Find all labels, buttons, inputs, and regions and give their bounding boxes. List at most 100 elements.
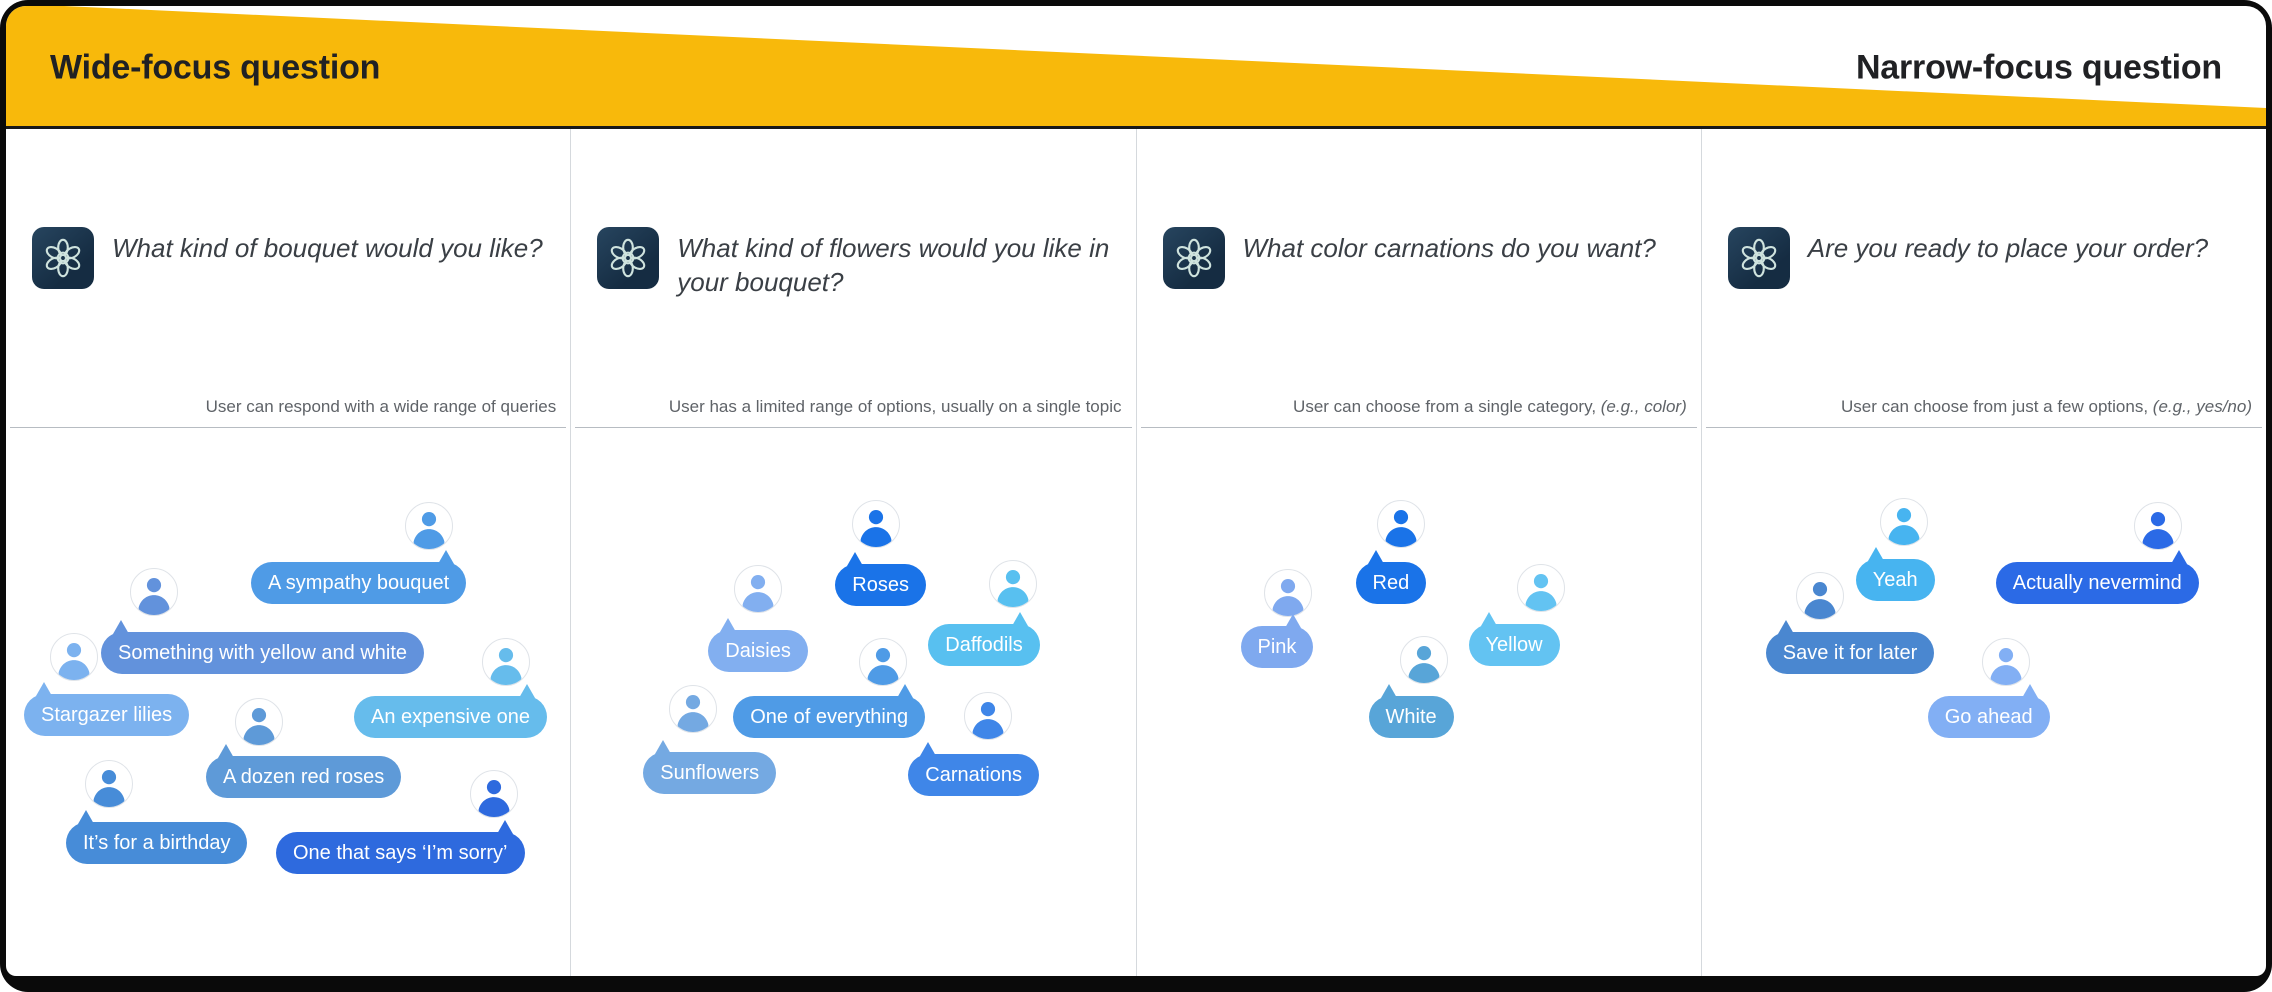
flower-logo-icon <box>611 238 646 278</box>
caption-divider <box>1140 427 1697 428</box>
wedge-shape <box>6 6 2266 126</box>
chat-bubble: Sunflowers <box>643 740 777 794</box>
flower-logo-icon <box>45 238 81 278</box>
person-icon <box>478 780 510 817</box>
column-wide-focus: What kind of bouquet would you like? Use… <box>6 129 570 976</box>
person-icon <box>2142 512 2174 549</box>
caption-text: User can respond with a wide range of qu… <box>205 397 557 416</box>
chat-bubble: Yeah <box>1855 547 1935 601</box>
bot-question: Are you ready to place your order? <box>1807 233 2209 263</box>
user-avatar <box>1399 636 1448 684</box>
bot-row: Are you ready to place your order? <box>1727 227 2242 307</box>
caption: User has a limited range of options, usu… <box>571 397 1135 421</box>
user-avatar <box>50 633 98 681</box>
chat-bubble: One that says ‘I’m sorry’ <box>276 820 525 874</box>
chat-bubble: Save it for later <box>1765 620 1935 674</box>
user-avatar <box>130 568 178 616</box>
flower-logo-icon <box>1176 238 1211 278</box>
person-icon <box>1385 510 1416 547</box>
bot-question: What kind of bouquet would you like? <box>112 233 543 263</box>
user-avatar <box>1795 572 1844 620</box>
user-avatar <box>85 760 133 808</box>
person-icon <box>138 578 170 615</box>
user-avatar <box>482 638 530 686</box>
user-avatar <box>235 698 283 746</box>
focus-gradient-band: Wide-focus question Narrow-focus questio… <box>6 6 2266 129</box>
chat-bubble: Roses <box>835 552 926 606</box>
user-avatar <box>669 685 718 733</box>
chat-bubble: It’s for a birthday <box>66 810 248 864</box>
person-icon <box>1272 579 1303 616</box>
caption-em: (e.g., color) <box>1600 397 1687 416</box>
person-icon <box>867 648 899 685</box>
person-icon <box>93 770 125 807</box>
chat-bubble: Stargazer lilies <box>24 682 190 736</box>
bot-question: What color carnations do you want? <box>1242 233 1656 263</box>
user-avatar <box>1981 638 2030 686</box>
caption-text: User can choose from a single category, <box>1293 397 1601 416</box>
column-limited-options: What kind of flowers would you like in y… <box>570 129 1135 976</box>
flower-logo-icon <box>1741 238 1776 278</box>
person-icon <box>490 648 522 685</box>
chat-bubble: Carnations <box>908 742 1039 796</box>
user-avatar <box>470 770 518 818</box>
bot-avatar <box>1727 227 1790 289</box>
chat-bubble: Pink <box>1240 614 1314 668</box>
person-icon <box>972 702 1004 739</box>
chat-bubble: Daffodils <box>928 612 1040 666</box>
bot-row: What color carnations do you want? <box>1162 227 1677 307</box>
bot-question: What kind of flowers would you like in y… <box>677 233 1110 298</box>
chat-bubble: An expensive one <box>354 684 548 738</box>
chat-bubble: Go ahead <box>1927 684 2050 738</box>
user-avatar <box>405 502 453 550</box>
person-icon <box>1888 508 1920 545</box>
bot-avatar <box>1162 227 1225 289</box>
wide-focus-label: Wide-focus question <box>50 48 381 87</box>
caption: User can choose from just a few options,… <box>1702 397 2266 421</box>
caption-text: User can choose from just a few options, <box>1840 397 2153 416</box>
chat-bubble: A sympathy bouquet <box>251 550 467 604</box>
person-icon <box>677 695 709 732</box>
person-icon <box>58 643 90 680</box>
user-avatar <box>1263 569 1312 617</box>
user-avatar <box>859 638 908 686</box>
person-icon <box>860 510 892 547</box>
chat-bubble: Daisies <box>708 618 808 672</box>
caption-divider <box>10 427 567 428</box>
person-icon <box>243 708 275 745</box>
caption: User can choose from a single category, … <box>1137 397 1701 421</box>
bot-avatar <box>32 227 94 289</box>
chat-bubble: Something with yellow and white <box>101 620 425 674</box>
caption: User can respond with a wide range of qu… <box>6 397 570 421</box>
person-icon <box>1408 646 1439 683</box>
column-single-category: What color carnations do you want? User … <box>1135 129 1701 976</box>
user-avatar <box>1376 500 1425 548</box>
chat-bubble: Actually nevermind <box>1995 550 2199 604</box>
caption-divider <box>575 427 1132 428</box>
user-avatar <box>1516 564 1565 612</box>
user-avatar <box>989 560 1038 608</box>
user-avatar <box>2133 502 2182 550</box>
chat-bubble: Yellow <box>1468 612 1560 666</box>
question-columns: What kind of bouquet would you like? Use… <box>6 129 2266 976</box>
person-icon <box>1804 582 1836 619</box>
caption-em: (e.g., yes/no) <box>2152 397 2252 416</box>
user-avatar <box>1879 498 1928 546</box>
chat-bubble: A dozen red roses <box>206 744 402 798</box>
person-icon <box>1990 648 2022 685</box>
user-avatar <box>852 500 901 548</box>
person-icon <box>1525 574 1556 611</box>
narrow-focus-label: Narrow-focus question <box>1855 48 2222 87</box>
person-icon <box>413 512 445 549</box>
caption-text: User has a limited range of options, usu… <box>668 397 1122 416</box>
chat-bubble: One of everything <box>733 684 926 738</box>
caption-divider <box>1705 427 2262 428</box>
chat-bubble: Red <box>1355 550 1427 604</box>
bot-avatar <box>597 227 660 289</box>
content-card: Wide-focus question Narrow-focus questio… <box>6 6 2266 976</box>
